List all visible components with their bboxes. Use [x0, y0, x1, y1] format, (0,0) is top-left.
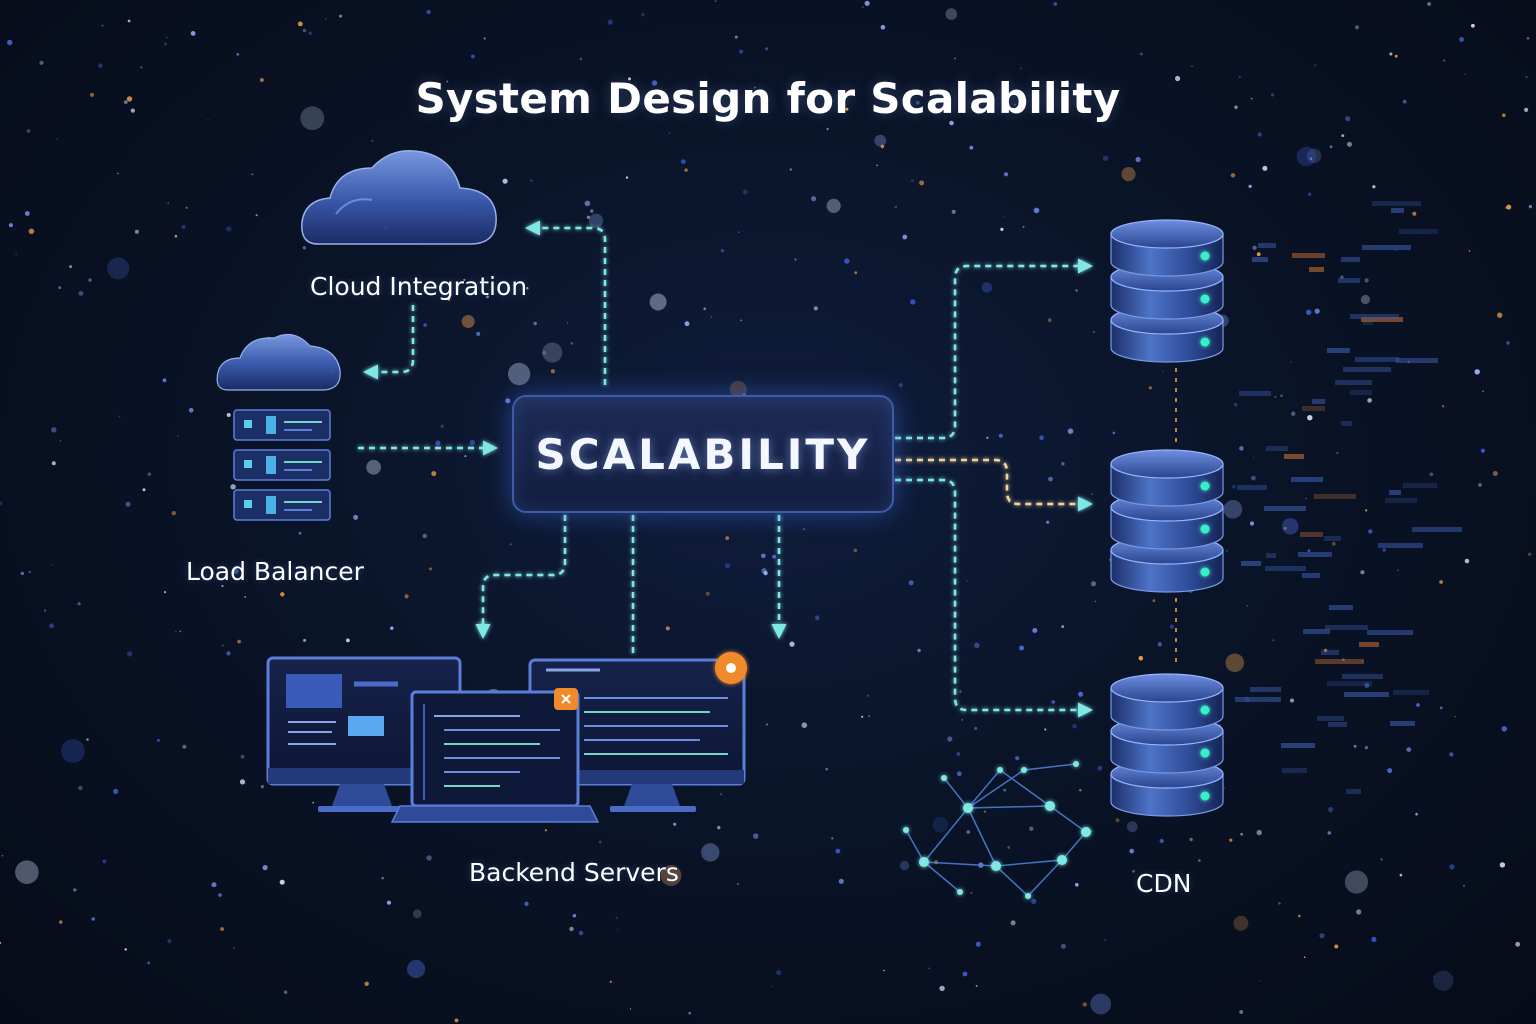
- database-icon: [1110, 673, 1224, 817]
- arrow-hub-to-db-bottom: [895, 478, 1093, 718]
- network-node: [903, 827, 909, 833]
- network-node: [1057, 855, 1067, 865]
- network-node: [1073, 761, 1079, 767]
- arrow-hub-to-db-top: [895, 258, 1093, 440]
- page-title: System Design for Scalability: [415, 74, 1121, 123]
- database-icon: [1110, 449, 1224, 593]
- arrow-hub-to-cloud: [525, 220, 607, 385]
- network-node: [1025, 893, 1031, 899]
- arrow-hub-to-db-middle: [895, 458, 1093, 512]
- network-node: [991, 861, 1001, 871]
- load-balancer-label: Load Balancer: [186, 557, 364, 586]
- network-node: [919, 857, 929, 867]
- cloud-icon: [216, 333, 341, 391]
- cloud-integration-label: Cloud Integration: [310, 272, 528, 301]
- network-node: [941, 775, 947, 781]
- network-node: [957, 889, 963, 895]
- network-node: [1081, 827, 1091, 837]
- server-rack-icon: [233, 409, 331, 521]
- monitor-icon: [528, 652, 747, 812]
- network-graph-icon: [905, 763, 1088, 898]
- network-node: [1021, 767, 1027, 773]
- cloud-icon: [301, 150, 497, 245]
- database-icon: [1110, 219, 1224, 363]
- backend-servers-label: Backend Servers: [469, 858, 679, 887]
- arrow-cloud-to-balancer: [363, 305, 415, 380]
- hub-label: SCALABILITY: [535, 429, 871, 479]
- laptop-icon: [390, 688, 600, 823]
- cdn-label: CDN: [1136, 869, 1192, 898]
- network-node: [997, 767, 1003, 773]
- network-node: [963, 803, 973, 813]
- arrow-hub-to-backend-left: [475, 515, 567, 639]
- scalability-hub: SCALABILITY: [512, 395, 894, 513]
- network-node: [1045, 801, 1055, 811]
